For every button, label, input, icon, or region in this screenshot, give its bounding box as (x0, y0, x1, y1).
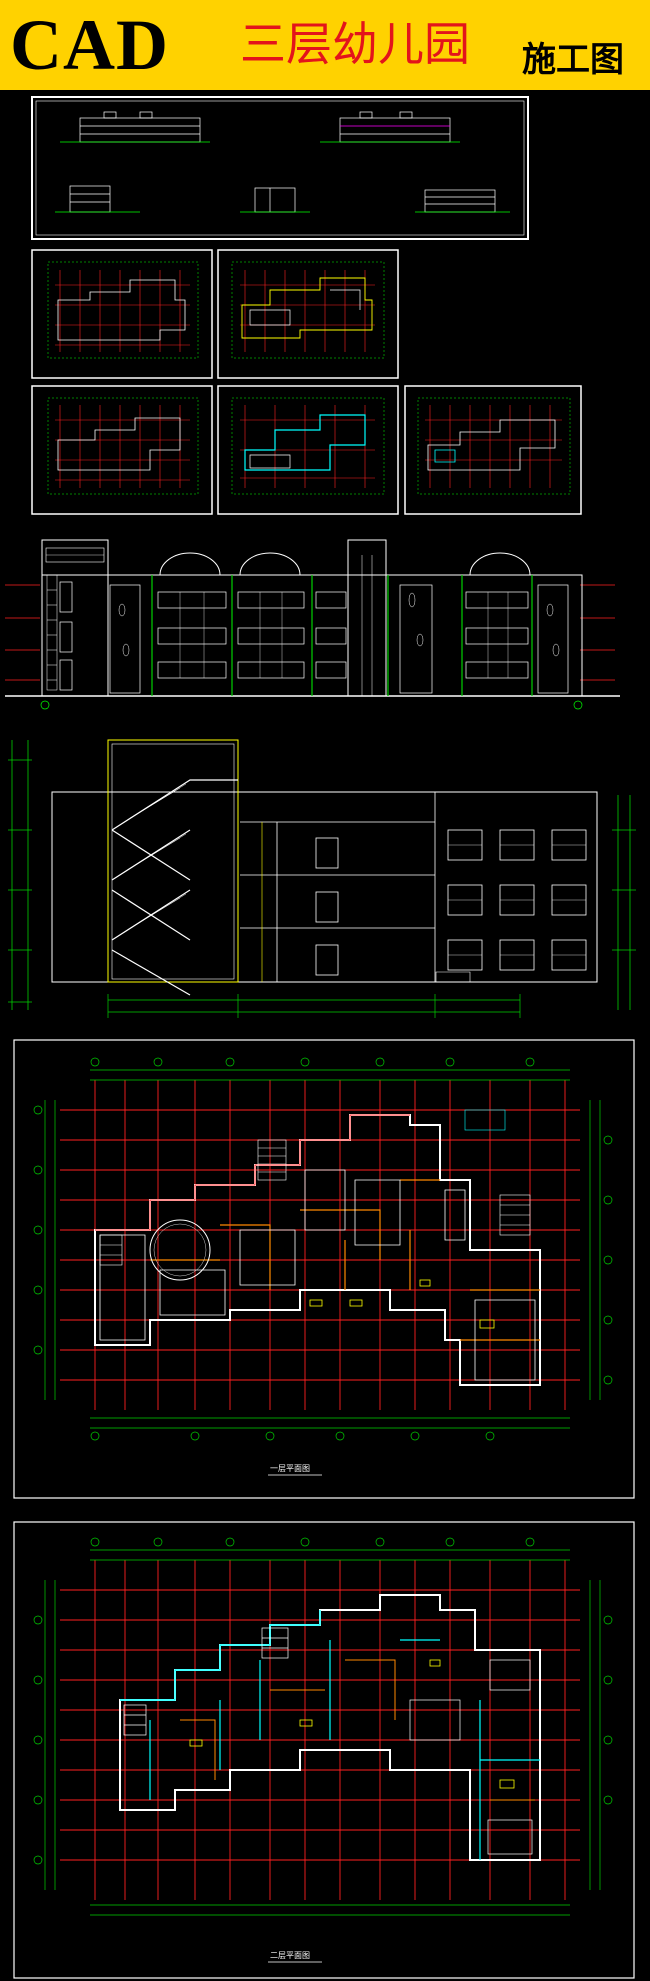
cad-badge: CAD (10, 5, 169, 85)
elevation-thumbnail (60, 111, 210, 143)
elevation-thumbnail (415, 189, 510, 213)
second-floor-plan-drawing: 二层平面图 (13, 1521, 635, 1979)
construction-drawing-stamp: 施工图 (522, 40, 624, 80)
plan-thumbnail (217, 385, 399, 515)
plan-thumbnail (217, 249, 399, 379)
plan-thumbnail (404, 385, 582, 515)
elevations-overview-panel (31, 96, 529, 240)
section-thumbnail (240, 187, 310, 213)
title-banner: CAD 三层幼儿园 施工图 (0, 0, 650, 90)
plan-thumbnail (31, 249, 213, 379)
front-elevation-drawing (5, 539, 620, 710)
elevation-thumbnail (320, 111, 460, 143)
first-floor-plan-caption: 一层平面图 (270, 1464, 310, 1473)
second-floor-plan-caption: 二层平面图 (270, 1951, 310, 1960)
building-section-drawing (8, 739, 636, 1018)
plan-thumbnail (31, 385, 213, 515)
page-title: 三层幼儿园 (240, 17, 470, 71)
plan-thumbnails (31, 249, 582, 515)
cad-drawing-sheet: 一层平面图 (5, 96, 636, 1979)
first-floor-plan-drawing: 一层平面图 (13, 1039, 635, 1499)
section-thumbnail (55, 185, 140, 213)
